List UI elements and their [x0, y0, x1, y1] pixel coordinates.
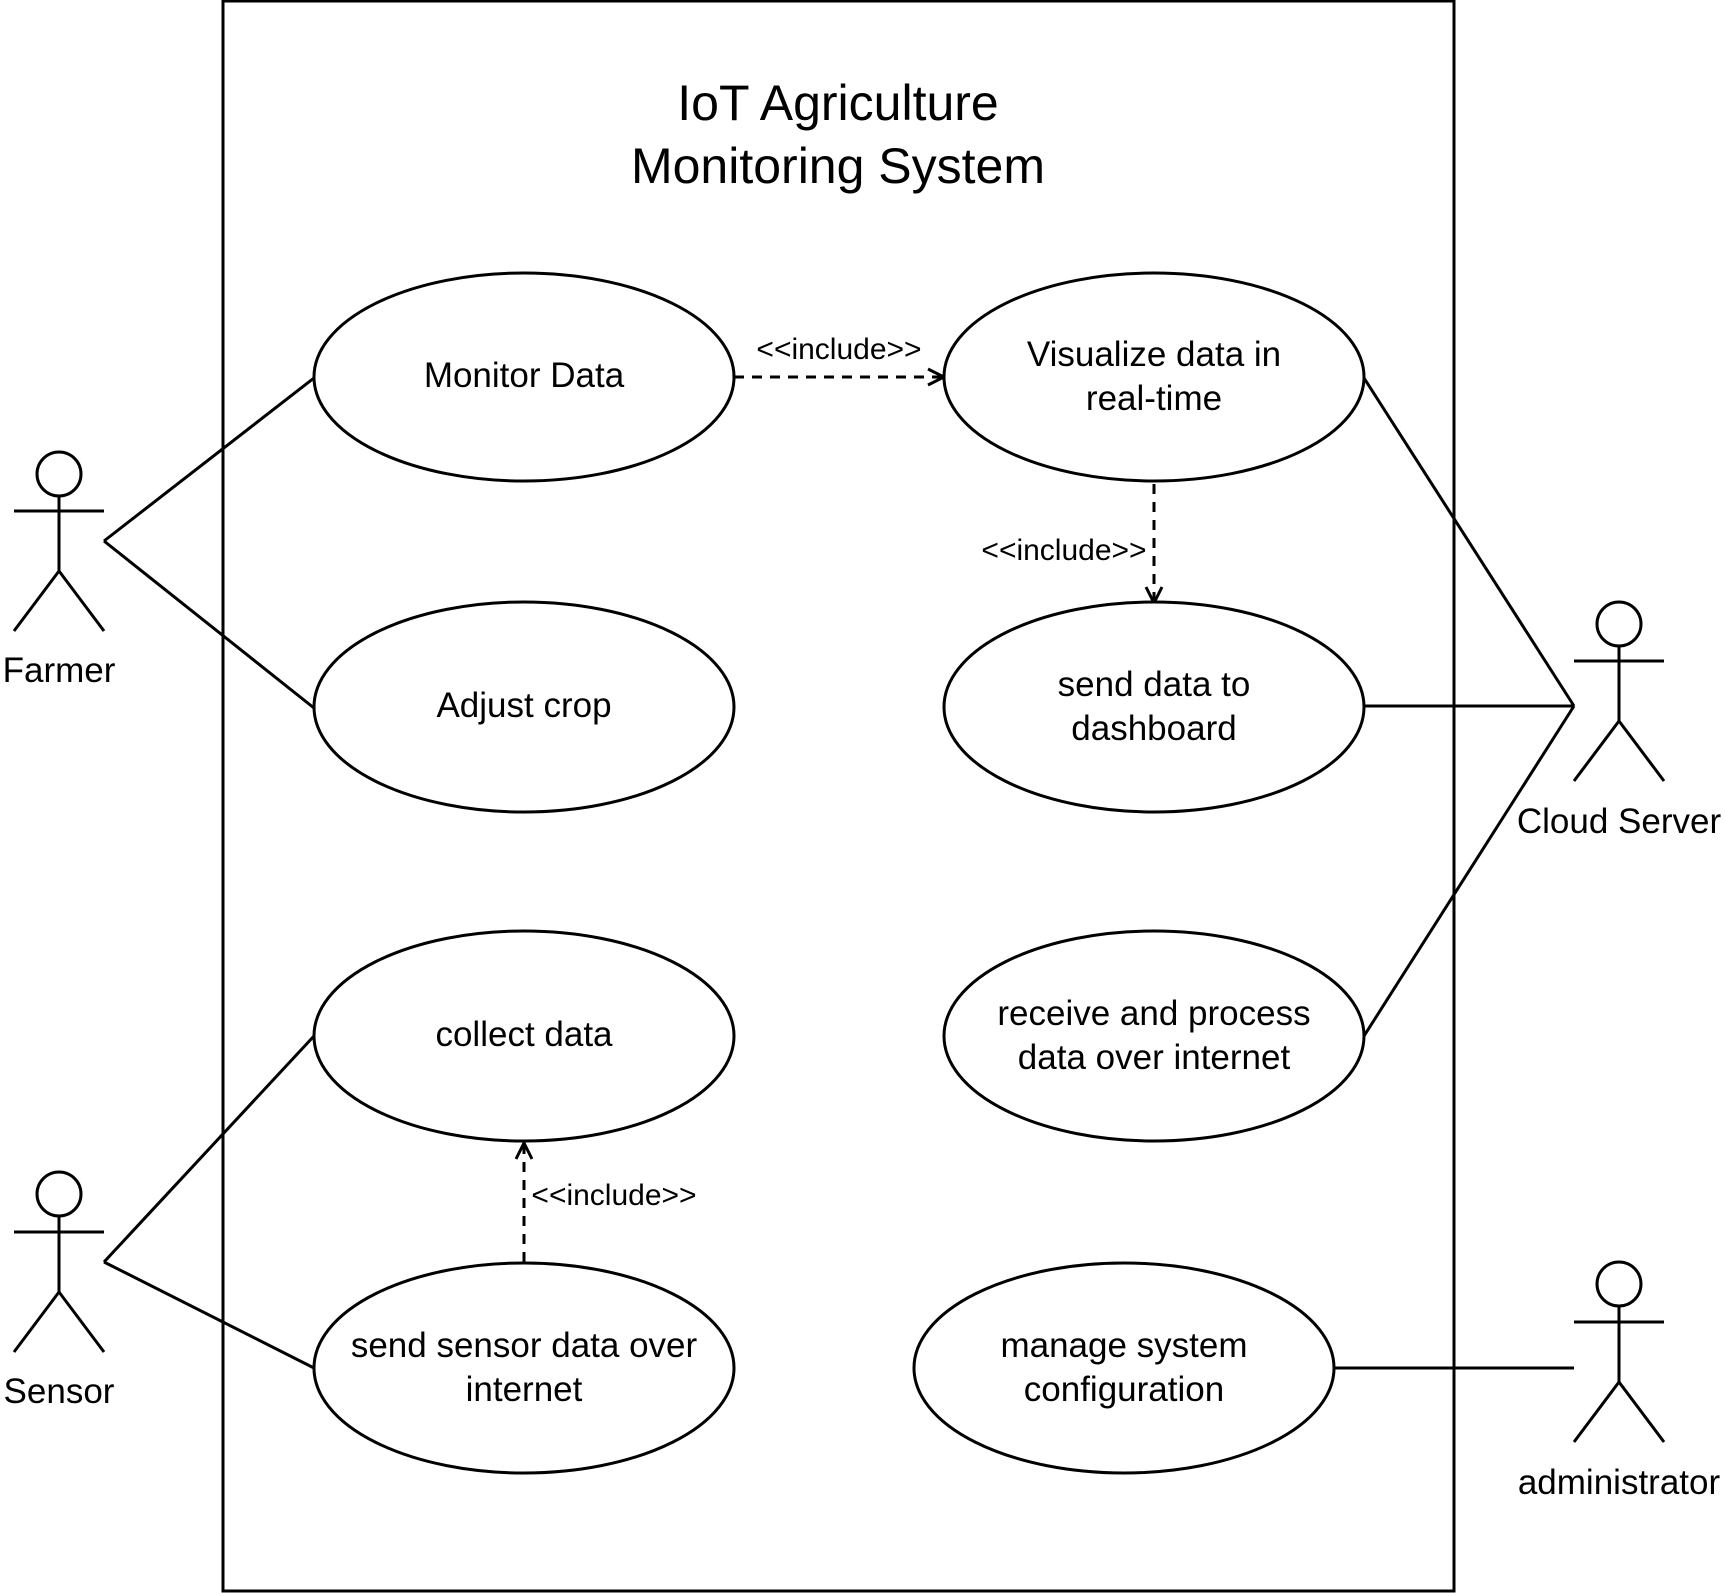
use-case-monitor-data[interactable]: Monitor Data: [312, 271, 736, 483]
assoc-farmer-adjust: [103, 539, 315, 710]
use-case-send-sensor-data[interactable]: send sensor data over internet: [312, 1261, 736, 1475]
actor-farmer-label: Farmer: [3, 651, 116, 690]
use-case-manage-config-label-2: configuration: [1024, 1370, 1224, 1409]
use-case-manage-config-label-1: manage system: [1000, 1326, 1247, 1365]
use-case-receive-process-label-2: data over internet: [1018, 1038, 1291, 1077]
assoc-sensor-collect: [102, 1034, 316, 1264]
assoc-sensor-send: [103, 1260, 315, 1370]
actor-cloud-server-label: Cloud Server: [1517, 802, 1722, 841]
use-case-send-dashboard-label-1: send data to: [1058, 665, 1251, 704]
assoc-farmer-monitor: [103, 376, 315, 543]
use-case-monitor-data-label: Monitor Data: [424, 356, 625, 395]
system-boundary: [221, 0, 1456, 1593]
use-case-collect-data-label: collect data: [435, 1015, 613, 1054]
system-title-line2: Monitoring System: [631, 138, 1045, 194]
actor-cloud-server[interactable]: Cloud Server: [1517, 600, 1722, 841]
use-case-collect-data[interactable]: collect data: [312, 929, 736, 1143]
stick-figure-icon: [1572, 1260, 1666, 1443]
use-case-receive-process-label-1: receive and process: [997, 994, 1310, 1033]
include-label-visualize-dashboard: <<include>>: [981, 534, 1146, 567]
actor-sensor-label: Sensor: [4, 1372, 115, 1411]
use-case-visualize-data-label-2: real-time: [1086, 379, 1222, 418]
assoc-cloud-receive: [1362, 705, 1576, 1037]
system-title-line1: IoT Agriculture: [677, 75, 998, 131]
include-label-send-collect: <<include>>: [531, 1179, 696, 1212]
use-case-manage-config[interactable]: manage system configuration: [912, 1261, 1336, 1475]
use-case-send-dashboard-label-2: dashboard: [1071, 709, 1236, 748]
associations: [102, 376, 1576, 1370]
use-case-adjust-crop-label: Adjust crop: [436, 686, 611, 725]
use-case-adjust-crop[interactable]: Adjust crop: [312, 600, 736, 814]
actor-administrator-label: administrator: [1518, 1463, 1721, 1502]
actor-farmer[interactable]: Farmer: [3, 450, 116, 690]
actor-sensor[interactable]: Sensor: [4, 1170, 115, 1411]
use-case-send-dashboard[interactable]: send data to dashboard: [942, 600, 1366, 814]
use-case-send-sensor-data-label-2: internet: [466, 1370, 583, 1409]
assoc-cloud-visualize: [1362, 377, 1576, 707]
stick-figure-icon: [1572, 600, 1666, 782]
stick-figure-icon: [12, 1170, 106, 1353]
use-case-visualize-data-label-1: Visualize data in: [1027, 335, 1281, 374]
use-case-visualize-data[interactable]: Visualize data in real-time: [942, 271, 1366, 483]
stick-figure-icon: [12, 450, 106, 632]
actor-administrator[interactable]: administrator: [1518, 1260, 1721, 1502]
use-case-send-sensor-data-label-1: send sensor data over: [351, 1326, 698, 1365]
use-case-receive-process[interactable]: receive and process data over internet: [942, 929, 1366, 1143]
include-label-monitor-visualize: <<include>>: [756, 333, 921, 366]
